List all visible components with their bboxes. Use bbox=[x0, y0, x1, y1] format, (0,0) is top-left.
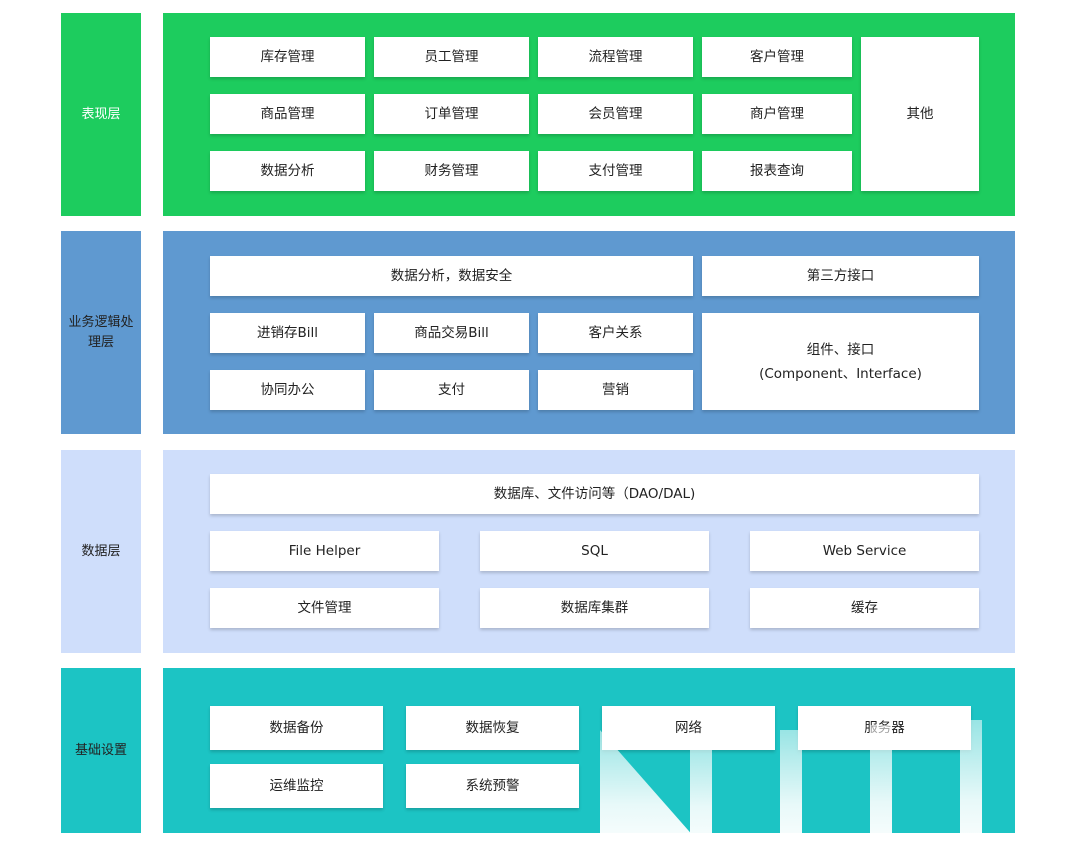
module-label: 数据分析，数据安全 bbox=[390, 268, 513, 284]
data-layer-title: 数据层 bbox=[81, 543, 121, 559]
module-label: 商户管理 bbox=[750, 106, 804, 122]
module-box: 报表查询 bbox=[702, 151, 852, 191]
module-label: SQL bbox=[581, 543, 608, 559]
module-label: 会员管理 bbox=[588, 106, 643, 122]
module-box: 客户管理 bbox=[702, 37, 852, 77]
module-box: 支付 bbox=[374, 370, 529, 410]
module-box: 支付管理 bbox=[538, 151, 693, 191]
component-label-line1: 组件、接口 bbox=[806, 341, 875, 358]
business-layer-title-line2: 理层 bbox=[87, 334, 114, 350]
module-box: 数据备份 bbox=[210, 706, 383, 750]
module-label: 库存管理 bbox=[260, 49, 315, 65]
module-box: 商品交易Bill bbox=[374, 313, 529, 353]
module-box: 缓存 bbox=[750, 588, 979, 628]
module-label: 报表查询 bbox=[750, 163, 804, 179]
module-box: 商品管理 bbox=[210, 94, 365, 134]
infra-layer-panel bbox=[163, 668, 1015, 833]
module-label: 订单管理 bbox=[424, 106, 479, 122]
module-label: 文件管理 bbox=[297, 600, 352, 616]
module-box: 协同办公 bbox=[210, 370, 365, 410]
module-label: 财务管理 bbox=[424, 163, 479, 179]
module-label: 支付 bbox=[438, 382, 465, 398]
module-box: 运维监控 bbox=[210, 764, 383, 808]
module-box: 订单管理 bbox=[374, 94, 529, 134]
module-label: 数据库、文件访问等（DAO/DAL) bbox=[493, 486, 696, 502]
module-box: 数据恢复 bbox=[406, 706, 579, 750]
module-label: 系统预警 bbox=[465, 778, 520, 794]
module-box: 网络 bbox=[602, 706, 775, 750]
module-box: 客户关系 bbox=[538, 313, 693, 353]
module-label: 其他 bbox=[906, 106, 934, 122]
module-label: 支付管理 bbox=[588, 163, 643, 179]
data-layer-label: 数据层 bbox=[61, 450, 141, 653]
module-label: 营销 bbox=[602, 382, 629, 398]
business-layer-title-line1: 业务逻辑处 bbox=[68, 314, 134, 330]
module-label: 协同办公 bbox=[260, 382, 315, 398]
module-box: 员工管理 bbox=[374, 37, 529, 77]
module-box: 流程管理 bbox=[538, 37, 693, 77]
module-box-wide: 数据库、文件访问等（DAO/DAL) bbox=[210, 474, 979, 514]
module-box: 第三方接口 bbox=[702, 256, 979, 296]
component-interface-box: 组件、接口 (Component、Interface) bbox=[702, 313, 979, 410]
module-label: 进销存Bill bbox=[256, 325, 318, 341]
module-label: 服务器 bbox=[864, 720, 905, 736]
module-box: 营销 bbox=[538, 370, 693, 410]
presentation-layer-title: 表现层 bbox=[81, 106, 121, 122]
module-label: 数据分析 bbox=[260, 163, 315, 179]
other-module-box: 其他 bbox=[861, 37, 979, 191]
module-box: File Helper bbox=[210, 531, 439, 571]
module-label: 商品交易Bill bbox=[414, 325, 489, 341]
module-label: Web Service bbox=[822, 543, 907, 559]
module-label: 员工管理 bbox=[424, 49, 479, 65]
module-label: 运维监控 bbox=[269, 778, 324, 794]
module-label: 数据恢复 bbox=[465, 720, 520, 736]
presentation-layer-label: 表现层 bbox=[61, 13, 141, 216]
module-label: 网络 bbox=[675, 720, 702, 736]
module-box-wide: 数据分析，数据安全 bbox=[210, 256, 693, 296]
business-layer-title: 业务逻辑处 理层 bbox=[68, 313, 133, 353]
module-label: 第三方接口 bbox=[806, 268, 875, 284]
module-label: 商品管理 bbox=[260, 106, 315, 122]
module-label: 客户管理 bbox=[750, 49, 804, 65]
module-label: 客户关系 bbox=[588, 325, 643, 341]
module-box: 服务器 bbox=[798, 706, 971, 750]
module-box: 数据库集群 bbox=[480, 588, 709, 628]
module-box: 进销存Bill bbox=[210, 313, 365, 353]
module-box: 文件管理 bbox=[210, 588, 439, 628]
module-label: 缓存 bbox=[851, 600, 878, 616]
module-label: 数据库集群 bbox=[560, 600, 629, 616]
module-box: 系统预警 bbox=[406, 764, 579, 808]
module-box: 数据分析 bbox=[210, 151, 365, 191]
module-box: Web Service bbox=[750, 531, 979, 571]
module-label: File Helper bbox=[288, 543, 361, 559]
module-label: 数据备份 bbox=[269, 720, 324, 736]
business-layer-label: 业务逻辑处 理层 bbox=[61, 231, 141, 434]
module-label: 流程管理 bbox=[588, 49, 643, 65]
infra-layer-label: 基础设置 bbox=[61, 668, 141, 833]
module-box: 库存管理 bbox=[210, 37, 365, 77]
module-box: 商户管理 bbox=[702, 94, 852, 134]
module-box: SQL bbox=[480, 531, 709, 571]
module-box: 财务管理 bbox=[374, 151, 529, 191]
module-box: 会员管理 bbox=[538, 94, 693, 134]
infra-layer-title: 基础设置 bbox=[74, 742, 127, 758]
component-label-line2: (Component、Interface) bbox=[759, 365, 922, 382]
